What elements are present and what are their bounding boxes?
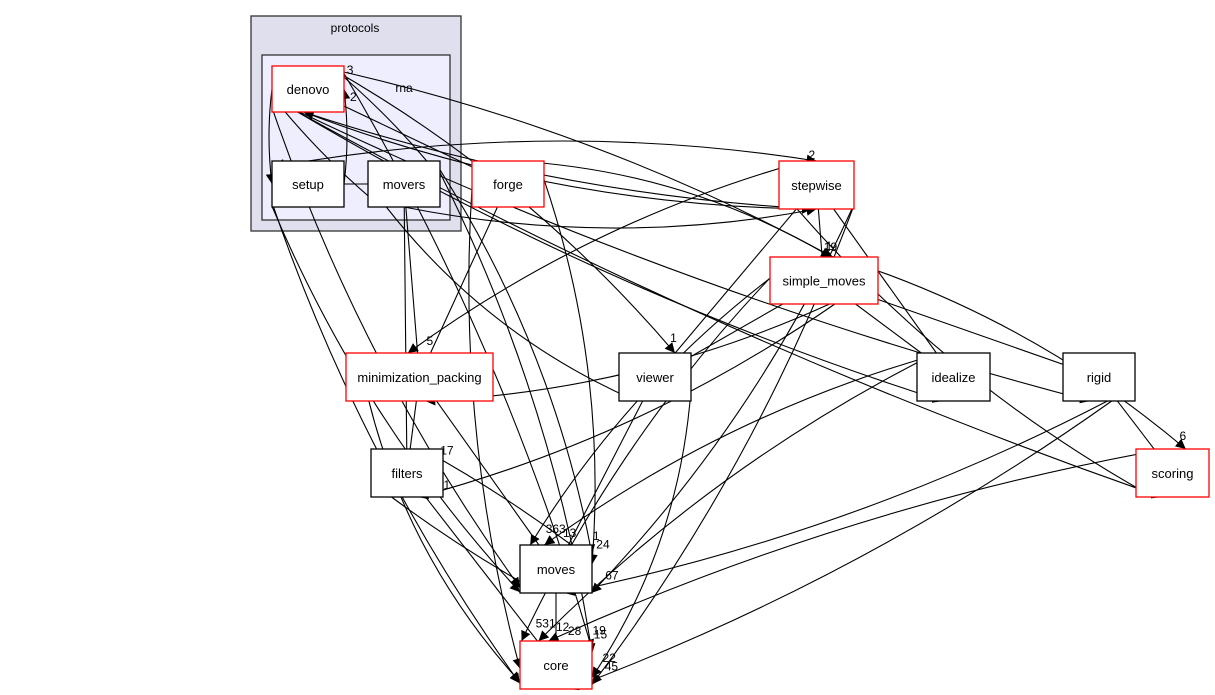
edge-label[interactable]: 363 xyxy=(546,522,566,536)
node-core[interactable]: core xyxy=(519,640,593,690)
edge-label[interactable]: 2 xyxy=(809,148,816,162)
node-box[interactable] xyxy=(519,640,593,690)
node-setup[interactable]: setup xyxy=(271,160,345,208)
node-label[interactable]: moves xyxy=(537,562,576,577)
node-box[interactable] xyxy=(367,160,441,208)
cluster-label: protocols xyxy=(331,21,380,35)
edge-label[interactable]: 17 xyxy=(440,444,454,458)
edge-label[interactable]: 1 xyxy=(826,239,833,253)
node-label[interactable]: denovo xyxy=(287,82,330,97)
edge-label[interactable]: 19 xyxy=(592,624,606,638)
edge-simple_moves-to-filters[interactable] xyxy=(417,303,836,500)
node-rigid[interactable]: rigid xyxy=(1062,352,1136,402)
node-denovo[interactable]: denovo xyxy=(271,65,345,113)
node-box[interactable] xyxy=(345,352,494,402)
edge-label[interactable]: 13 xyxy=(563,526,577,540)
edge-label[interactable]: 24 xyxy=(596,538,610,552)
edge-label[interactable]: 12 xyxy=(556,620,570,634)
node-moves[interactable]: moves xyxy=(519,544,593,594)
node-filters[interactable]: filters xyxy=(370,448,444,498)
node-box[interactable] xyxy=(271,160,345,208)
edge-stepwise-to-denovo[interactable] xyxy=(303,110,813,210)
node-label[interactable]: viewer xyxy=(636,370,674,385)
node-box[interactable] xyxy=(769,256,879,305)
edge-label[interactable]: 1 xyxy=(593,529,600,543)
edge-label[interactable]: 28 xyxy=(568,624,582,638)
edge-label[interactable]: 531 xyxy=(536,617,556,631)
cluster-label: rna xyxy=(395,81,413,95)
node-minimization-packing[interactable]: minimization_packing xyxy=(345,352,494,402)
edge-idealize-to-moves[interactable] xyxy=(544,352,943,546)
edge-rigid-to-core[interactable] xyxy=(568,400,1113,691)
edge-label[interactable]: 3 xyxy=(347,63,354,77)
node-label[interactable]: setup xyxy=(292,177,324,192)
node-label[interactable]: filters xyxy=(391,466,423,481)
edge-label[interactable]: 67 xyxy=(605,568,619,582)
edge-rigid-to-moves[interactable] xyxy=(564,400,1108,596)
edge-setup-to-moves[interactable] xyxy=(271,206,521,593)
edge-movers-to-moves[interactable] xyxy=(439,169,596,555)
node-stepwise[interactable]: stepwise xyxy=(778,160,855,210)
edge-forge-to-simple_moves[interactable] xyxy=(514,160,832,258)
node-label[interactable]: idealize xyxy=(931,370,975,385)
node-label[interactable]: simple_moves xyxy=(782,274,866,289)
node-box[interactable] xyxy=(519,544,593,594)
edge-idealize-to-core[interactable] xyxy=(538,352,937,642)
edge-label[interactable]: 5 xyxy=(426,334,433,348)
edge-label[interactable]: 15 xyxy=(594,627,608,641)
edge-setup-to-stepwise[interactable] xyxy=(307,140,817,165)
node-box[interactable] xyxy=(618,352,692,402)
edge-label[interactable]: 45 xyxy=(605,659,619,673)
node-forge[interactable]: forge xyxy=(471,160,545,208)
node-box[interactable] xyxy=(271,65,345,113)
edge-label[interactable]: 1 xyxy=(670,331,677,345)
edge-label[interactable]: 22 xyxy=(603,651,617,665)
node-box[interactable] xyxy=(471,160,545,208)
node-box[interactable] xyxy=(916,352,991,402)
edge-simple_moves-to-scoring[interactable] xyxy=(836,256,1187,450)
edge-label[interactable]: 19 xyxy=(824,240,838,254)
edge-stepwise-to-minimization_packing[interactable] xyxy=(407,160,806,354)
node-label[interactable]: core xyxy=(543,658,568,673)
edge-scoring-to-core[interactable] xyxy=(548,448,1166,642)
node-label[interactable]: scoring xyxy=(1152,466,1194,481)
node-label[interactable]: rigid xyxy=(1087,370,1112,385)
node-idealize[interactable]: idealize xyxy=(916,352,991,402)
edge-label[interactable]: 2 xyxy=(350,90,357,104)
node-scoring[interactable]: scoring xyxy=(1135,448,1210,498)
edge-movers-to-stepwise[interactable] xyxy=(403,205,817,229)
edge-movers-to-filters[interactable] xyxy=(401,183,412,474)
node-box[interactable] xyxy=(1062,352,1136,402)
node-label[interactable]: movers xyxy=(383,177,426,192)
node-box[interactable] xyxy=(370,448,444,498)
node-simple-moves[interactable]: simple_moves xyxy=(769,256,879,305)
node-label[interactable]: minimization_packing xyxy=(357,370,481,385)
edge-viewer-to-core[interactable] xyxy=(591,389,692,678)
edge-forge-to-moves[interactable] xyxy=(543,179,598,565)
node-movers[interactable]: movers xyxy=(367,160,441,208)
node-label[interactable]: forge xyxy=(493,177,523,192)
edge-denovo-to-setup[interactable] xyxy=(265,88,276,185)
node-box[interactable] xyxy=(778,160,855,210)
edge-label[interactable]: 6 xyxy=(1179,429,1186,443)
edge-minimization_packing-to-core[interactable] xyxy=(368,400,521,683)
node-label[interactable]: stepwise xyxy=(791,178,842,193)
edge-setup-to-core[interactable] xyxy=(271,202,521,684)
node-box[interactable] xyxy=(1135,448,1210,498)
edge-denovo-to-stepwise[interactable] xyxy=(303,111,812,214)
node-viewer[interactable]: viewer xyxy=(618,352,692,402)
edge-forge-to-core[interactable] xyxy=(468,187,523,669)
edge-movers-to-viewer[interactable] xyxy=(385,206,637,402)
edge-denovo-to-simple_moves[interactable] xyxy=(316,65,833,258)
